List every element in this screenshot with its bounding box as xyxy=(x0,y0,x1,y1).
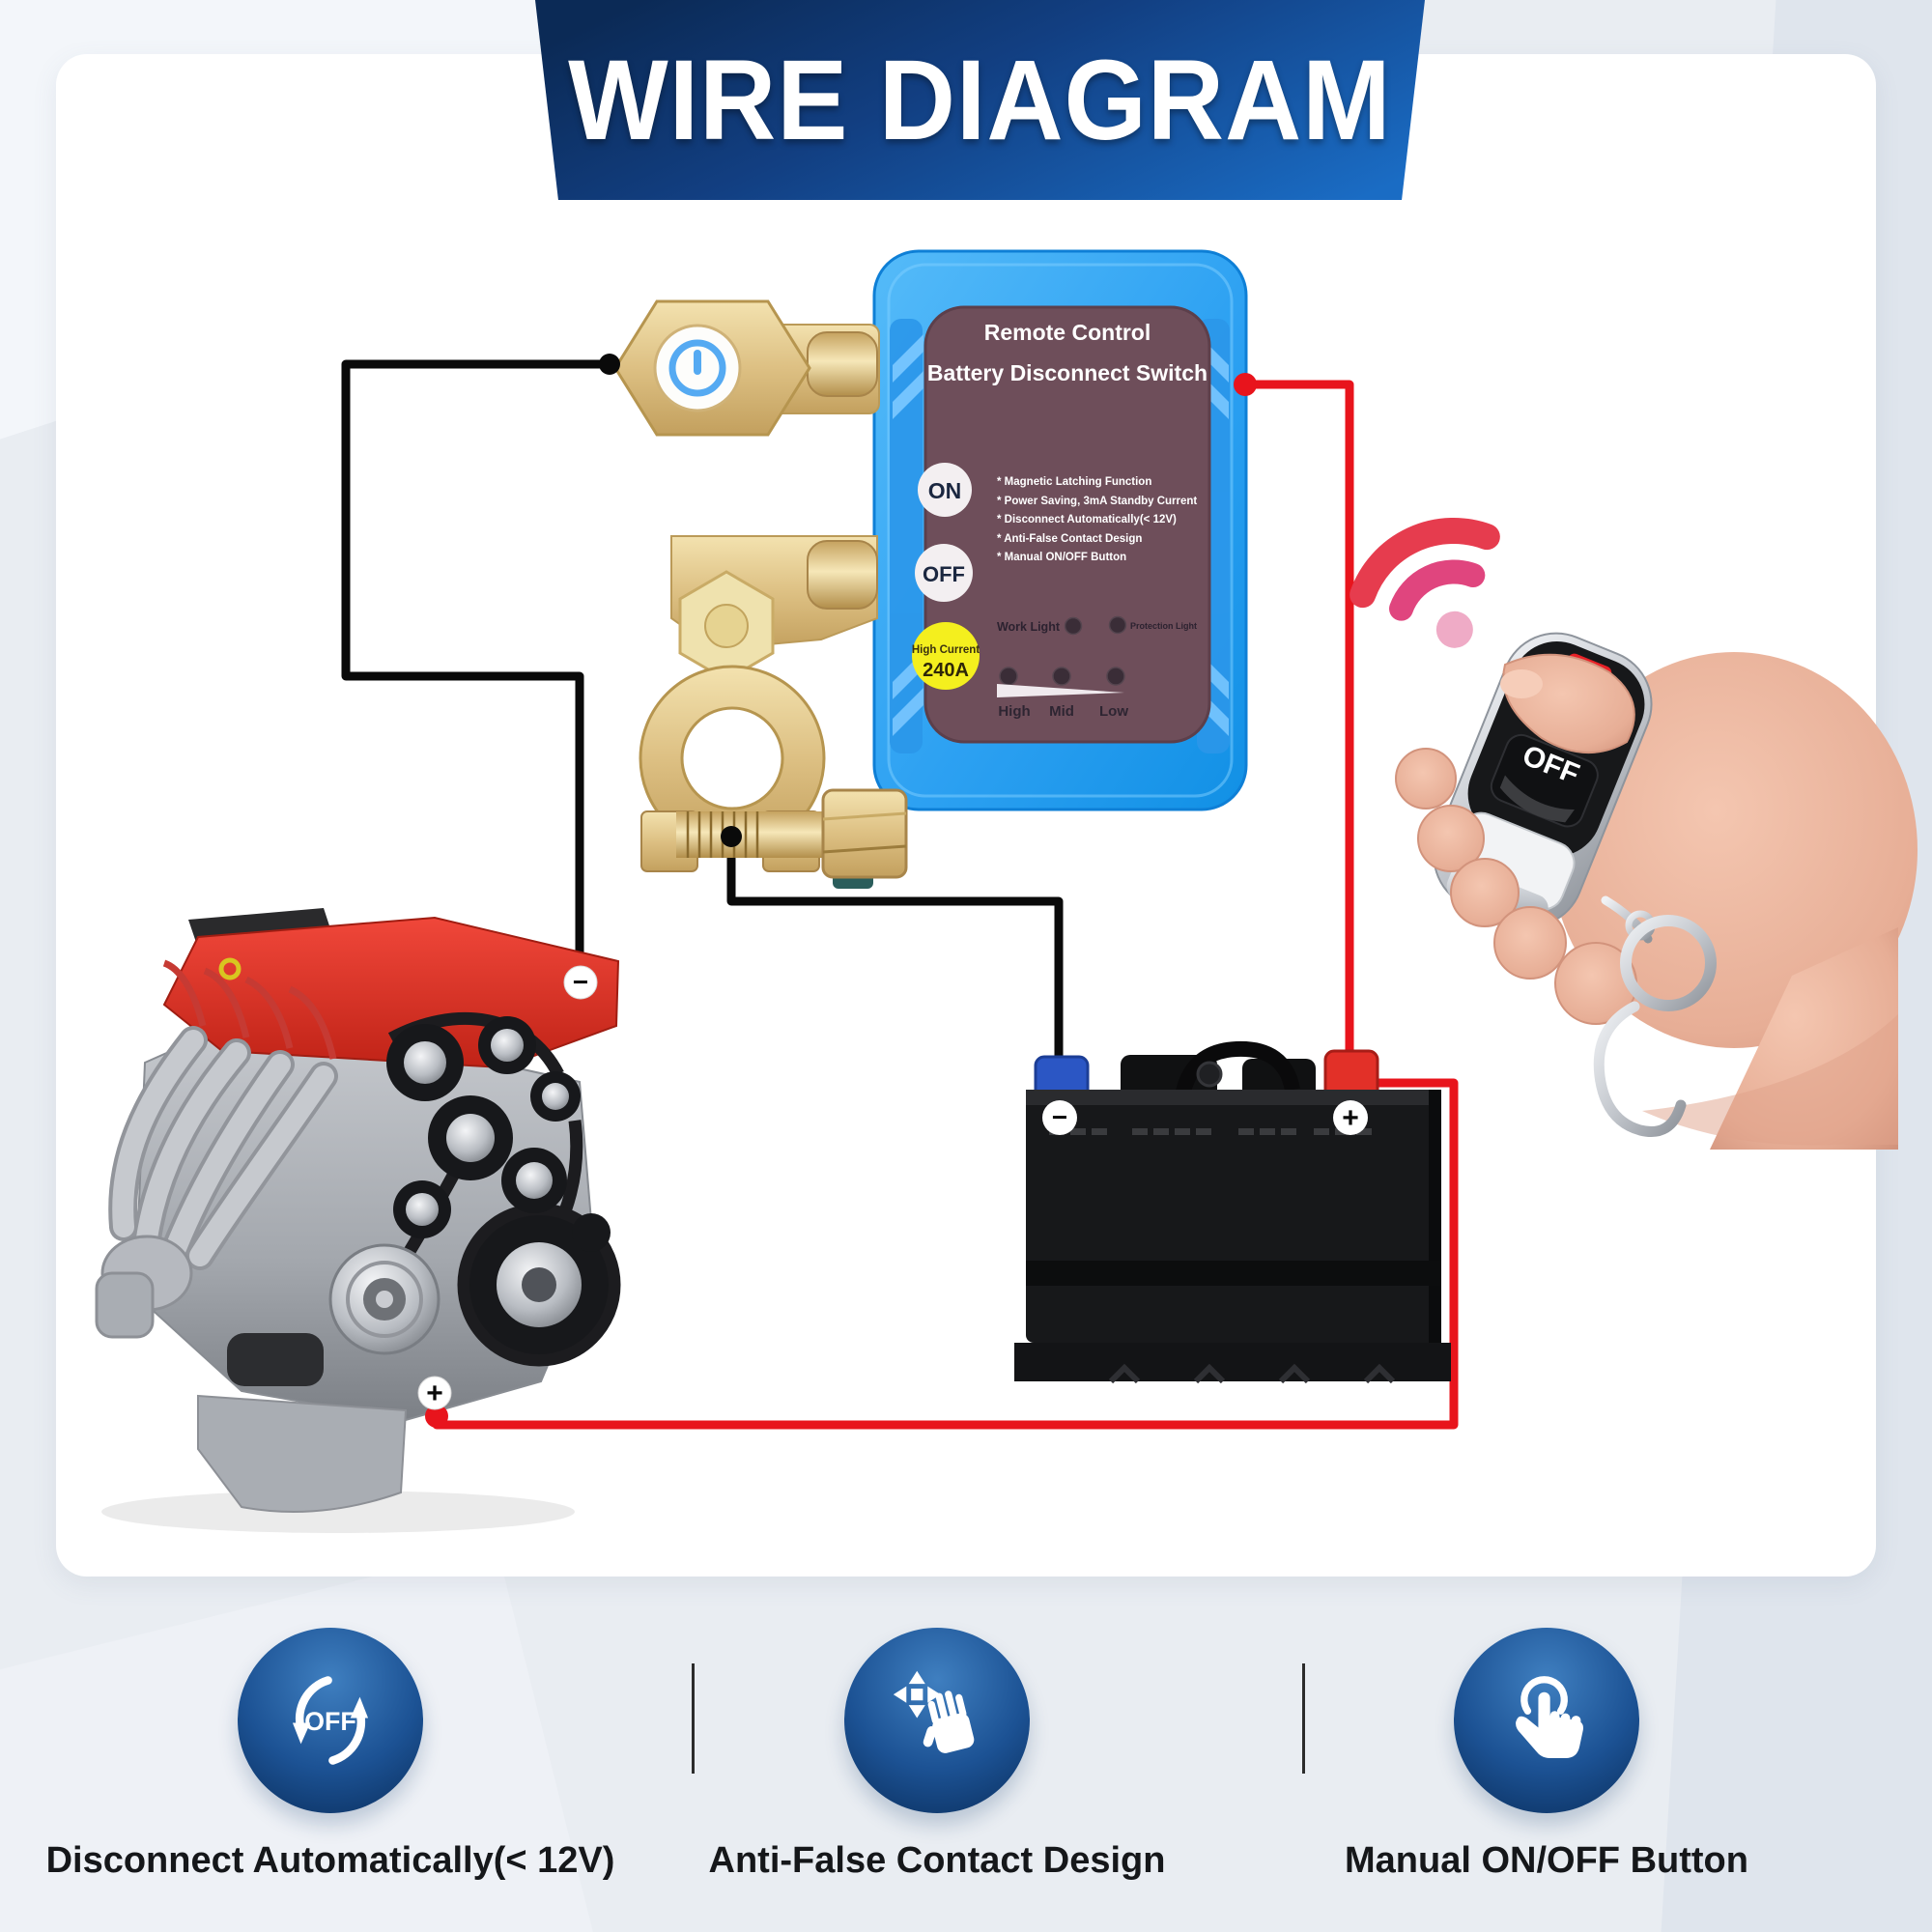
engine-starter xyxy=(227,1333,324,1386)
engine-positive-symbol: + xyxy=(426,1378,443,1409)
thumb-nail xyxy=(1500,669,1543,698)
black-wire-node-terminal xyxy=(599,354,620,375)
work-light-led xyxy=(1064,616,1083,636)
switch-label-panel xyxy=(923,305,1211,744)
switch-feature-5: * Manual ON/OFF Button xyxy=(997,552,1126,563)
switch-feature-4: * Anti-False Contact Design xyxy=(997,533,1142,545)
battery-positive-badge xyxy=(1333,1100,1368,1135)
high-current-badge xyxy=(912,622,980,690)
footer-feature-label-3: Manual ON/OFF Button xyxy=(1345,1840,1748,1881)
on-button-label: ON xyxy=(928,478,962,503)
footer-feature-auto-disconnect: OFF Disconnect Automatically(< 12V) xyxy=(41,1628,620,1882)
engine-pulleys xyxy=(328,1016,611,1355)
battery-illustration: − + xyxy=(1014,1040,1451,1384)
on-button xyxy=(918,463,972,517)
engine-positive-badge xyxy=(417,1376,452,1410)
hand-fist xyxy=(1550,652,1918,1048)
battery-disconnect-switch: Remote Control Battery Disconnect Switch… xyxy=(872,249,1248,811)
footer-feature-label-2: Anti-False Contact Design xyxy=(708,1840,1166,1881)
battery-body xyxy=(1026,1090,1441,1343)
header-banner: WIRE DIAGRAM xyxy=(535,0,1425,200)
wifi-signal-icon xyxy=(1350,517,1500,648)
protection-light-led xyxy=(1108,615,1127,635)
keyring xyxy=(1593,895,1717,1137)
connection-points: − + xyxy=(417,354,1257,1428)
black-wire-clamp-to-battery-negative xyxy=(726,832,1064,1077)
red-wire-node-engine xyxy=(425,1405,448,1428)
red-wire-node-switch xyxy=(1234,373,1257,396)
switch-feature-1: * Magnetic Latching Function xyxy=(997,476,1151,488)
work-light-label: Work Light xyxy=(997,620,1061,634)
black-wire-switch-to-engine xyxy=(341,359,614,975)
high-current-badge-line2: 240A xyxy=(923,660,969,681)
footer-divider-2 xyxy=(1302,1663,1305,1774)
anti-false-contact-icon xyxy=(844,1628,1030,1813)
engine-exhaust-manifold xyxy=(95,1026,338,1339)
level-high-label: High xyxy=(998,703,1030,720)
level-mid-label: Mid xyxy=(1049,703,1074,720)
engine-negative-badge xyxy=(563,965,598,1000)
level-wedge xyxy=(997,684,1124,697)
page-title: WIRE DIAGRAM xyxy=(568,36,1392,164)
off-button-label: OFF xyxy=(923,562,965,586)
footer-divider-1 xyxy=(692,1663,695,1774)
switch-feature-list: * Magnetic Latching Function * Power Sav… xyxy=(997,476,1197,563)
off-button xyxy=(915,544,973,602)
auto-off-icon-text: OFF xyxy=(304,1707,356,1736)
manual-button-icon xyxy=(1454,1628,1639,1813)
battery-vent-slots xyxy=(1049,1128,1372,1135)
switch-feature-3: * Disconnect Automatically(< 12V) xyxy=(997,514,1177,526)
engine-oil-pan xyxy=(197,1394,408,1513)
protection-light-label: Protection Light xyxy=(1130,621,1197,631)
terminal-connector-cylinder xyxy=(807,331,878,397)
footer-feature-manual-button: Manual ON/OFF Button xyxy=(1257,1628,1836,1882)
high-current-badge-line1: High Current xyxy=(912,644,980,656)
level-leds xyxy=(999,667,1125,686)
hand-with-remote: OFF xyxy=(1395,632,1918,1150)
switch-title-line2: Battery Disconnect Switch xyxy=(927,360,1208,385)
engine-illustration xyxy=(95,908,621,1533)
auto-off-icon: OFF xyxy=(238,1628,423,1813)
footer-feature-label-1: Disconnect Automatically(< 12V) xyxy=(45,1840,615,1881)
battery-negative-symbol: − xyxy=(1052,1102,1067,1132)
switch-title-line1: Remote Control xyxy=(984,320,1151,345)
battery-negative-badge xyxy=(1042,1100,1077,1135)
black-wire-node-clamp xyxy=(721,826,742,847)
engine-dipstick xyxy=(218,957,242,980)
footer-feature-anti-false-contact: Anti-False Contact Design xyxy=(647,1628,1227,1882)
battery-positive-symbol: + xyxy=(1342,1102,1359,1134)
switch-housing-inner-line xyxy=(887,263,1234,798)
red-wire-switch-to-battery-positive xyxy=(1240,380,1354,1067)
clamp-nut xyxy=(821,788,908,879)
engine-negative-symbol: − xyxy=(573,967,588,997)
keyring-clasp xyxy=(1593,1001,1687,1137)
battery-handle xyxy=(1176,1040,1300,1094)
brass-terminal-top xyxy=(613,299,880,437)
level-low-label: Low xyxy=(1099,703,1128,720)
switch-feature-2: * Power Saving, 3mA Standby Current xyxy=(997,496,1197,507)
clamp-connector-cylinder xyxy=(807,540,878,610)
engine-spark-wires xyxy=(162,959,337,1060)
brass-terminal-clamp xyxy=(639,535,908,889)
hand-fingers xyxy=(1395,748,1637,1025)
power-symbol-icon xyxy=(668,339,726,397)
